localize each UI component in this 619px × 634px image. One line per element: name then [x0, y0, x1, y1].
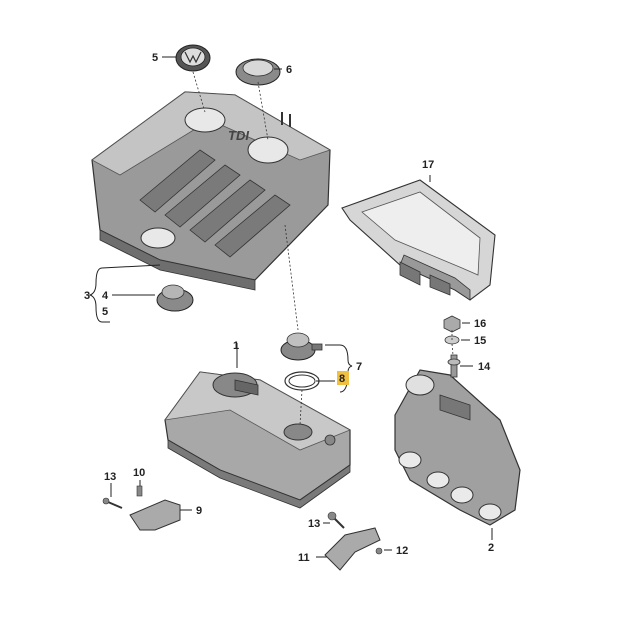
insulation-tray[interactable]	[341, 179, 496, 301]
callout-11: 11	[298, 552, 310, 564]
callout-3: 3	[84, 290, 90, 302]
callout-17: 17	[422, 159, 434, 171]
callout-15: 15	[474, 335, 486, 347]
nut[interactable]	[443, 315, 461, 333]
callout-1: 1	[233, 340, 239, 352]
callout-14: 14	[478, 361, 491, 373]
callout-4: 4	[102, 290, 109, 302]
callout-9: 9	[196, 505, 202, 517]
stud-bolt[interactable]	[447, 354, 461, 378]
callout-12: 12	[396, 545, 408, 557]
cover-emblem-text: TDI	[228, 128, 249, 143]
bracket-left[interactable]	[102, 485, 181, 531]
callout-2: 2	[488, 542, 494, 554]
callout-8-highlight	[337, 371, 349, 385]
rubber-bushing[interactable]	[156, 284, 194, 312]
callout-8: 8	[339, 373, 345, 385]
vw-emblem[interactable]	[175, 44, 211, 72]
callout-16: 16	[474, 318, 486, 330]
engine-cover[interactable]: TDI	[91, 91, 331, 291]
callout-10: 10	[133, 467, 145, 479]
exhaust-manifold[interactable]	[394, 369, 521, 526]
callout-5-top: 5	[152, 52, 158, 64]
callout-13-left: 13	[104, 471, 116, 483]
callout-6: 6	[286, 64, 292, 76]
callout-7: 7	[356, 361, 362, 373]
cylinder-head-cover[interactable]	[164, 371, 351, 509]
bracket-right[interactable]	[324, 511, 383, 571]
breather-valve[interactable]	[280, 332, 323, 361]
o-ring[interactable]	[284, 371, 320, 391]
callout-13-right: 13	[308, 518, 320, 530]
grommet-ring[interactable]	[235, 58, 281, 86]
callout-5-bottom: 5	[102, 306, 108, 318]
